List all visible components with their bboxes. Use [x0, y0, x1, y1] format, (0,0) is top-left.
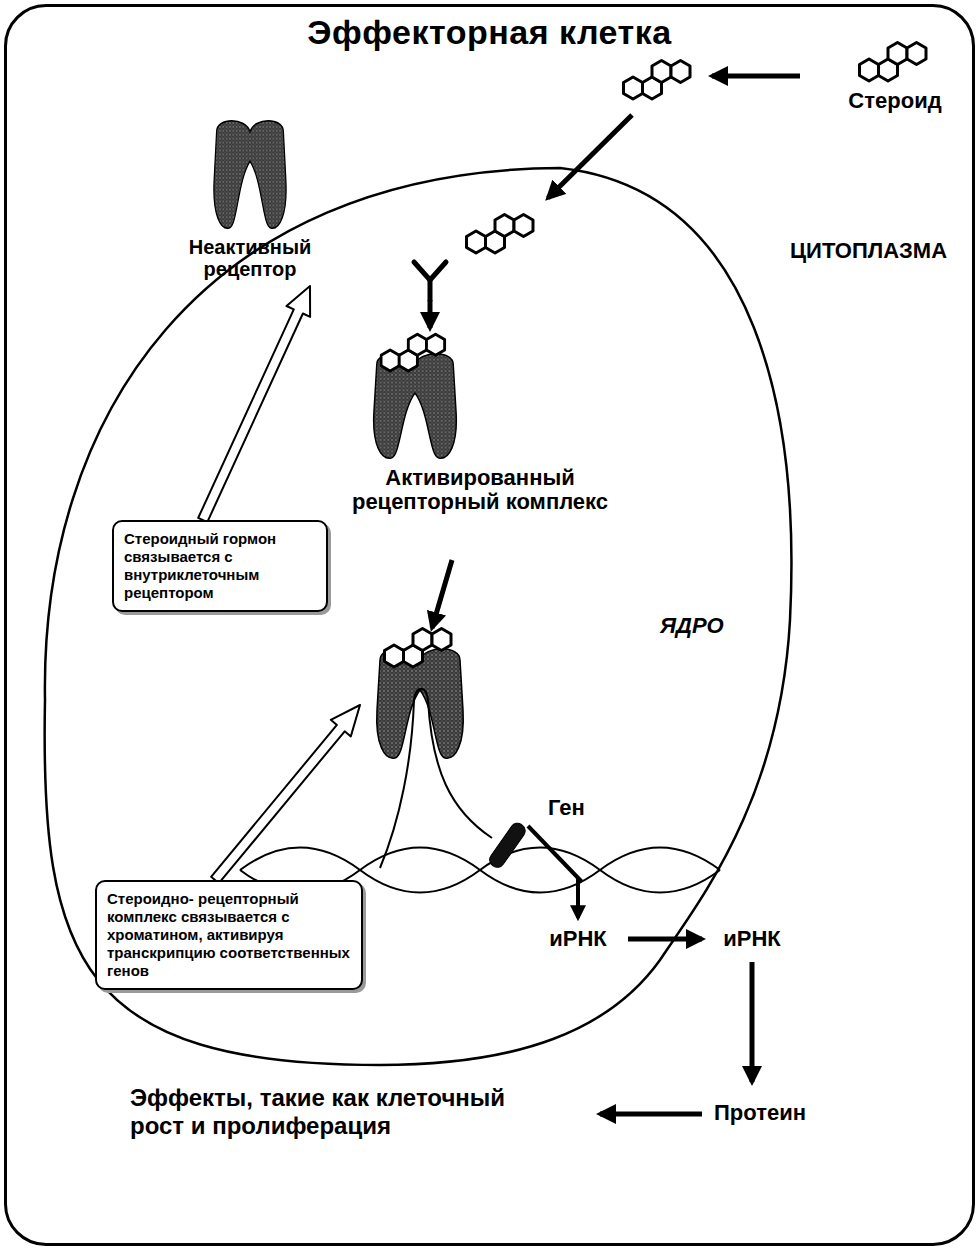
receptor-complex: Активированный рецепторный комплекс [330, 330, 630, 514]
region-label: ЦИТОПЛАЗМА [790, 238, 947, 264]
molecule-label: Стероид [848, 88, 941, 114]
callout-box: Стероидно- рецепторный комплекс связывае… [95, 880, 363, 990]
effect-label: Эффекты, такие как клеточный рост и прол… [130, 1084, 560, 1139]
callout-arrow [211, 705, 360, 883]
cell-outline: Эффекторная клеткаНеактивный рецепторАкт… [4, 4, 975, 1246]
transcription-arrow [576, 878, 580, 918]
translation-arrow [750, 962, 755, 1082]
drawing-part [385, 629, 452, 668]
callout-text: Стероидный гормон связывается с внутрикл… [124, 530, 316, 602]
receptor-icon [205, 120, 295, 230]
region-label: ЯДРО [660, 613, 724, 639]
gene-segment [487, 821, 528, 871]
steroid-molecule [624, 61, 691, 100]
bound-receptor [377, 629, 464, 759]
mrna-label: иРНК [723, 926, 781, 952]
receptor-shape: Неактивный рецептор [165, 120, 335, 280]
callout-box: Стероидный гормон связывается с внутрикл… [112, 520, 328, 612]
steroid-molecule [467, 215, 534, 254]
binding-arrow [428, 300, 433, 328]
dna-loop [380, 689, 492, 868]
effect-arrow [600, 1112, 702, 1117]
callout-arrow [198, 286, 310, 522]
receptor-icon [370, 330, 460, 460]
steroid-molecule [381, 334, 445, 371]
mrna-label: иРНК [549, 926, 607, 952]
drawing-part [430, 262, 446, 280]
entry-arrow [712, 74, 800, 79]
receptor-label: Неактивный рецептор [165, 236, 335, 280]
callout-text: Стероидно- рецепторный комплекс связывае… [107, 890, 351, 980]
receptor-body [214, 121, 286, 228]
translocation-arrow [432, 560, 452, 628]
binding-symbol [414, 262, 446, 300]
transcription-start [528, 826, 582, 882]
drawing-part [428, 280, 433, 300]
steroid-molecule [860, 43, 927, 82]
inner-outline [45, 168, 792, 1065]
cell-title: Эффекторная клетка [7, 13, 972, 52]
entry-arrow [548, 115, 632, 198]
protein-label: Протеин [714, 1100, 806, 1126]
export-arrow [628, 937, 702, 942]
gene-label: Ген [548, 795, 585, 821]
receptor-label: Активированный рецепторный комплекс [330, 466, 630, 514]
drawing-part [414, 262, 430, 280]
